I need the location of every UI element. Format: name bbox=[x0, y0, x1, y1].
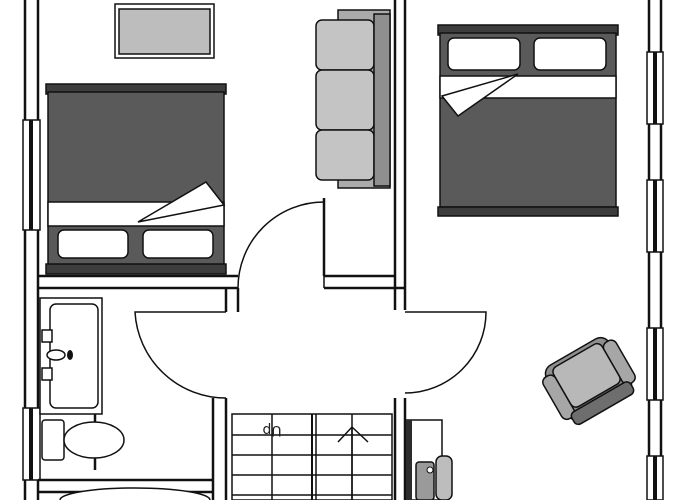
bed-right bbox=[437, 24, 619, 217]
bathroom bbox=[39, 297, 211, 500]
bathtub bbox=[39, 297, 103, 415]
toilet bbox=[41, 419, 125, 461]
wall-cabinet bbox=[114, 3, 215, 59]
interior-walls bbox=[38, 0, 407, 500]
sink bbox=[59, 487, 211, 500]
sofa bbox=[315, 9, 391, 189]
armchair bbox=[542, 336, 636, 426]
stairs: Up bbox=[231, 413, 393, 500]
desk bbox=[405, 419, 453, 500]
right-bedroom bbox=[405, 24, 636, 500]
door-swings bbox=[134, 201, 487, 399]
bed-left bbox=[45, 83, 227, 275]
left-bedroom bbox=[45, 3, 391, 275]
windows bbox=[22, 51, 664, 500]
stairs-label: Up bbox=[262, 422, 281, 438]
